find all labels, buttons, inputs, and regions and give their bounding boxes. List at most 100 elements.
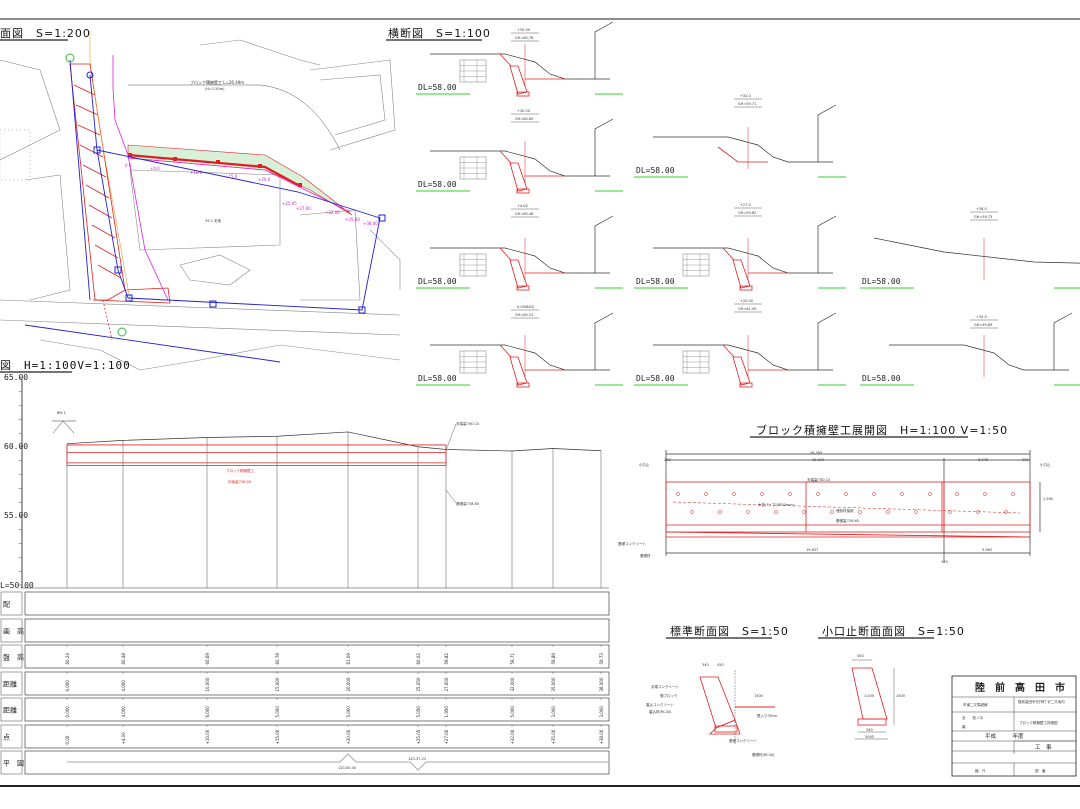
longitudinal-profile: 図 H=1:100V=1:100 65.00 60.00 55.00 L=50.… <box>0 359 610 775</box>
cross-section-title: 横断図 S=1:100 <box>388 26 491 40</box>
dev-seg1-dim: 19.919 <box>812 458 824 462</box>
profile-cell: 5.000 <box>275 706 280 718</box>
plan-station-labels: 0.0 +4.0 +10.0 +15.0 +20.0 +25.05 +27.00… <box>125 163 378 226</box>
end-slope-dim: 1:200 <box>864 694 874 698</box>
svg-text:BM-1: BM-1 <box>57 411 66 415</box>
profile-cell: 3.000 <box>551 706 556 718</box>
end-height-dim: 1500 <box>896 694 905 698</box>
profile-row-label: 平 図 <box>3 760 24 768</box>
weep-hole <box>948 510 952 514</box>
title-year: 平成 年度 <box>985 732 1024 740</box>
profile-cell: 60.24 <box>65 653 70 665</box>
profile-cell: 38.000 <box>599 677 604 691</box>
standard-section-label: 裏込材(RC40) <box>649 709 672 714</box>
cross-section-gh: GH=59.73 <box>974 215 992 219</box>
weep-hole <box>1004 510 1008 514</box>
profile-cell: +27.00 <box>444 729 449 744</box>
svg-text:+32.00: +32.00 <box>325 210 340 215</box>
cross-section-station: 0.00(BX2) <box>517 305 535 309</box>
profile-cell: 27.000 <box>444 677 449 691</box>
weep-hole <box>955 492 959 496</box>
profile-cell: 60.78 <box>275 653 280 665</box>
profile-base-label: 基礎高▽58.65 <box>456 501 479 506</box>
benchmark: BM-1 <box>52 411 76 434</box>
profile-cell: 0.00 <box>65 735 70 744</box>
title-location: 陸前高田市矢作町 字二又地内 <box>1018 699 1065 704</box>
weep-hole <box>900 492 904 496</box>
profile-table-row <box>24 697 610 722</box>
title-block: 陸 前 高 田 市 市道二又馬越線 陸前高田市矢作町 字二又地内 全 枚ノ中 葉… <box>951 675 1077 777</box>
weep-hole <box>816 492 820 496</box>
plan-lot-label: 39-1 宅地 <box>205 218 222 223</box>
profile-cell: +4.00 <box>121 732 126 745</box>
svg-text:+20.0: +20.0 <box>258 177 271 182</box>
profile-table-row <box>24 724 610 749</box>
profile-cell: 5.050 <box>416 706 421 718</box>
dev-end-dim-left: 200 <box>664 458 671 462</box>
cross-section-station: +30.00 <box>517 109 530 113</box>
end-base-dim: 340 <box>866 728 873 732</box>
dev-top-label: 天端高▽60.15 <box>807 477 830 482</box>
profile-cell: 6.000 <box>205 706 210 718</box>
weep-hole <box>732 492 736 496</box>
cross-section-gh: GH=60.48 <box>515 212 533 216</box>
weep-hole <box>788 492 792 496</box>
cross-section-datum: DL=58.00 <box>636 166 675 175</box>
profile-cell: 59.82 <box>444 653 449 665</box>
title-city: 陸 前 高 田 市 <box>975 681 1065 694</box>
profile-cell: 4.000 <box>121 680 126 692</box>
profile-table-row <box>24 671 610 696</box>
cross-section-datum: DL=58.00 <box>418 277 457 286</box>
road-hatch <box>69 63 171 341</box>
cross-section-station: +38.0 <box>976 207 987 211</box>
std-width-dim: 340 <box>702 663 709 667</box>
svg-text:+10.0: +10.0 <box>190 170 203 175</box>
profile-cell: 0.000 <box>65 706 70 718</box>
profile-top-label: 天端高▽60.15 <box>456 421 479 426</box>
cross-section-gh: GH=59.71 <box>738 102 756 106</box>
weep-hole <box>802 510 806 514</box>
profile-row-label: 距離 <box>3 706 17 715</box>
profile-row-label: 盤 高 <box>3 653 24 662</box>
svg-text:+15.0: +15.0 <box>225 174 238 179</box>
profile-cell: +38.00 <box>599 729 604 744</box>
cross-section-station: +35.0 <box>976 315 987 319</box>
dev-height-dim: 1,500 <box>1043 497 1053 501</box>
cross-section-station: +4.00 <box>517 204 528 208</box>
profile-table-row <box>24 644 610 669</box>
standard-section-label: 裏込コンクリート <box>646 702 674 707</box>
dev-end-dim-right: 200 <box>1022 458 1029 462</box>
profile-row-label: 画 高 <box>3 627 24 636</box>
weep-hole <box>928 492 932 496</box>
weep-hole <box>983 492 987 496</box>
profile-cell: 25.050 <box>416 677 421 691</box>
standard-section-label: 天端コンクリート <box>651 684 679 689</box>
profile-cell: 59.71 <box>510 653 515 665</box>
plan-wall-height: (H=1.50m) <box>205 87 225 91</box>
cross-section-station: +35.00 <box>517 28 530 32</box>
weep-hole <box>830 510 834 514</box>
profile-cell: 32.000 <box>510 677 515 691</box>
profile-cell: +25.05 <box>416 729 421 744</box>
title-work: 工 事 <box>1035 743 1052 751</box>
profile-plan-height: 計画高▽58.00 <box>228 479 251 484</box>
cross-section-datum: DL=58.00 <box>418 374 457 383</box>
dev-concrete-label: 基礎コンクリート <box>618 541 646 546</box>
weep-hole <box>746 510 750 514</box>
profile-cell: 20.000 <box>346 677 351 691</box>
profile-table-row <box>24 591 610 616</box>
weep-hole <box>886 510 890 514</box>
dev-end-label: 小口止 <box>639 462 650 467</box>
dev-end-label-right: 小口止 <box>1040 462 1051 467</box>
profile-cell: +32.00 <box>510 729 515 744</box>
plan-view: 面図 S=1:200 <box>0 27 401 371</box>
cross-section-gh: GH=60.24 <box>515 313 534 317</box>
y-tick-50: L=50.00 <box>0 581 34 590</box>
svg-text:+38.00: +38.00 <box>363 221 378 226</box>
standard-section-label: 基礎材(RC40) <box>752 752 775 757</box>
title-drawing-no: 図 番 <box>1035 768 1046 773</box>
standard-section-label: 間ブロック <box>660 693 678 698</box>
